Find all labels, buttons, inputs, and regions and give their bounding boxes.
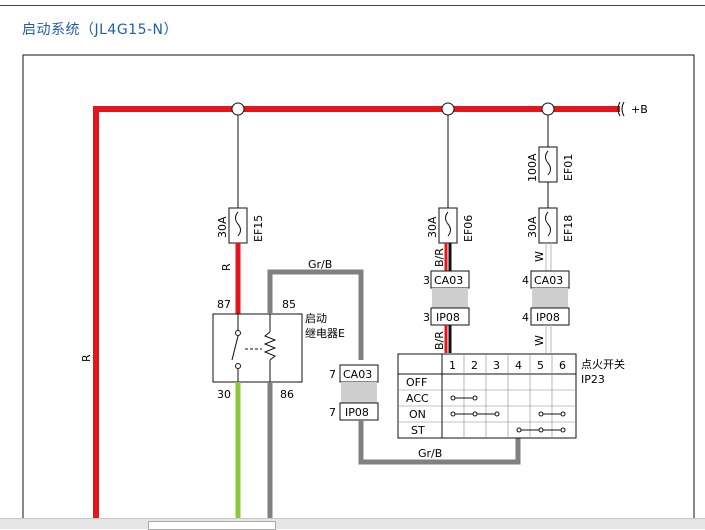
acc-node-2 bbox=[472, 395, 478, 401]
main-wire-color-label: R bbox=[80, 354, 93, 362]
ignition-switch-name-line1: 点火开关 bbox=[581, 357, 625, 371]
connector-ca03-pin3-number: 3 bbox=[423, 274, 430, 287]
fuse-ef15-name: EF15 bbox=[252, 215, 265, 242]
ignition-row-off: OFF bbox=[406, 376, 427, 389]
connector-ip08-pin4-number: 4 bbox=[522, 311, 529, 324]
relay-name-line1: 启动 bbox=[305, 312, 327, 325]
wire-relay-85-loop bbox=[267, 269, 364, 360]
connector-ca03-pin7-number: 7 bbox=[329, 368, 336, 381]
fuse-ef06-icon bbox=[445, 211, 451, 237]
st-node-5 bbox=[538, 427, 544, 433]
diagram-title: 启动系统（JL4G15-N） bbox=[22, 22, 179, 38]
connector-ca03-pin7-name: CA03 bbox=[343, 368, 372, 381]
on-node-6 bbox=[560, 411, 566, 417]
on-node-3 bbox=[494, 411, 500, 417]
relay-pin-85: 85 bbox=[282, 298, 296, 311]
toolbar-input[interactable] bbox=[148, 521, 276, 530]
fuse-ef18-name: EF18 bbox=[562, 215, 575, 242]
relay-pin-87: 87 bbox=[217, 298, 231, 311]
st-node-6 bbox=[560, 427, 566, 433]
fuse-ef06 bbox=[438, 207, 458, 244]
wire-relay-85-color: Gr/B bbox=[308, 258, 332, 271]
fuse-ef01-rating: 100A bbox=[526, 153, 539, 182]
starter-relay bbox=[212, 313, 303, 383]
battery-label: +B bbox=[631, 103, 648, 116]
connector-ca03-pin4-number: 4 bbox=[522, 274, 529, 287]
ignition-col-5: 5 bbox=[537, 359, 544, 372]
connector-ip08-pin3-name: IP08 bbox=[436, 311, 460, 324]
ignition-switch-name-line2: IP23 bbox=[581, 373, 605, 386]
battery-terminal-icon bbox=[617, 101, 625, 117]
acc-node-1 bbox=[450, 395, 456, 401]
wire-ef15-color: R bbox=[220, 263, 233, 271]
fuse-ef06-name: EF06 bbox=[462, 215, 475, 242]
connector-junction-7 bbox=[341, 382, 377, 403]
relay-name-line2: 继电器E bbox=[305, 327, 345, 340]
fuse-ef18-icon bbox=[545, 211, 551, 237]
relay-coil-icon bbox=[263, 331, 277, 361]
ignition-switch-table: 1 2 3 4 5 6 OFF ACC ON ST bbox=[397, 353, 577, 439]
ignition-col-4: 4 bbox=[515, 359, 522, 372]
connector-ip08-pin4-name: IP08 bbox=[536, 311, 560, 324]
splice-node-ef15 bbox=[231, 102, 245, 116]
wire-ef18-color: W bbox=[533, 251, 546, 262]
connector-ca03-pin4-name: CA03 bbox=[534, 274, 563, 287]
wire-ip08-pin4-color: W bbox=[533, 335, 546, 346]
wire-ip08-pin3-color: B/R bbox=[433, 331, 446, 350]
splice-node-ef01 bbox=[541, 102, 555, 116]
wire-ef06-color: B/R bbox=[433, 248, 446, 267]
diagram-frame bbox=[22, 54, 695, 528]
fuse-ef18-rating: 30A bbox=[526, 216, 539, 238]
wire-switch-st-color: Gr/B bbox=[418, 447, 442, 460]
on-node-5 bbox=[538, 411, 544, 417]
connector-ip08-pin7-number: 7 bbox=[329, 406, 336, 419]
relay-pin-86: 86 bbox=[280, 388, 294, 401]
ignition-row-st: ST bbox=[411, 424, 425, 437]
connector-junction-4 bbox=[532, 288, 568, 308]
connector-junction-3 bbox=[432, 288, 468, 308]
ignition-switch-frame bbox=[397, 353, 577, 439]
relay-contact-node-bottom bbox=[235, 363, 241, 369]
splice-node-ef06 bbox=[441, 102, 455, 116]
st-node-4 bbox=[516, 427, 522, 433]
ignition-col-6: 6 bbox=[559, 359, 566, 372]
wire-switch-st bbox=[358, 420, 521, 465]
fuse-ef01-icon bbox=[545, 150, 551, 176]
connector-ca03-pin3-name: CA03 bbox=[434, 274, 463, 287]
ignition-row-on: ON bbox=[409, 408, 426, 421]
relay-contact-node-top bbox=[235, 330, 241, 336]
ignition-row-acc: ACC bbox=[406, 392, 429, 405]
fuse-ef15 bbox=[228, 207, 248, 244]
relay-switch-arm bbox=[231, 335, 239, 361]
header-rule bbox=[0, 5, 705, 6]
connector-ip08-pin7-name: IP08 bbox=[345, 406, 369, 419]
relay-pin-30: 30 bbox=[217, 388, 231, 401]
ignition-col-1: 1 bbox=[449, 359, 456, 372]
connector-ip08-pin4 bbox=[530, 307, 570, 326]
on-node-1 bbox=[450, 411, 456, 417]
fuse-ef06-rating: 30A bbox=[426, 216, 439, 238]
ignition-col-2: 2 bbox=[471, 359, 478, 372]
fuse-ef01 bbox=[538, 146, 558, 183]
fuse-ef18 bbox=[538, 207, 558, 244]
ignition-col-3: 3 bbox=[493, 359, 500, 372]
connector-ip08-pin3-number: 3 bbox=[423, 311, 430, 324]
fuse-ef15-rating: 30A bbox=[216, 216, 229, 238]
viewer-toolbar bbox=[0, 518, 705, 530]
fuse-ef15-icon bbox=[235, 211, 241, 237]
on-node-2 bbox=[472, 411, 478, 417]
fuse-ef01-name: EF01 bbox=[562, 154, 575, 181]
